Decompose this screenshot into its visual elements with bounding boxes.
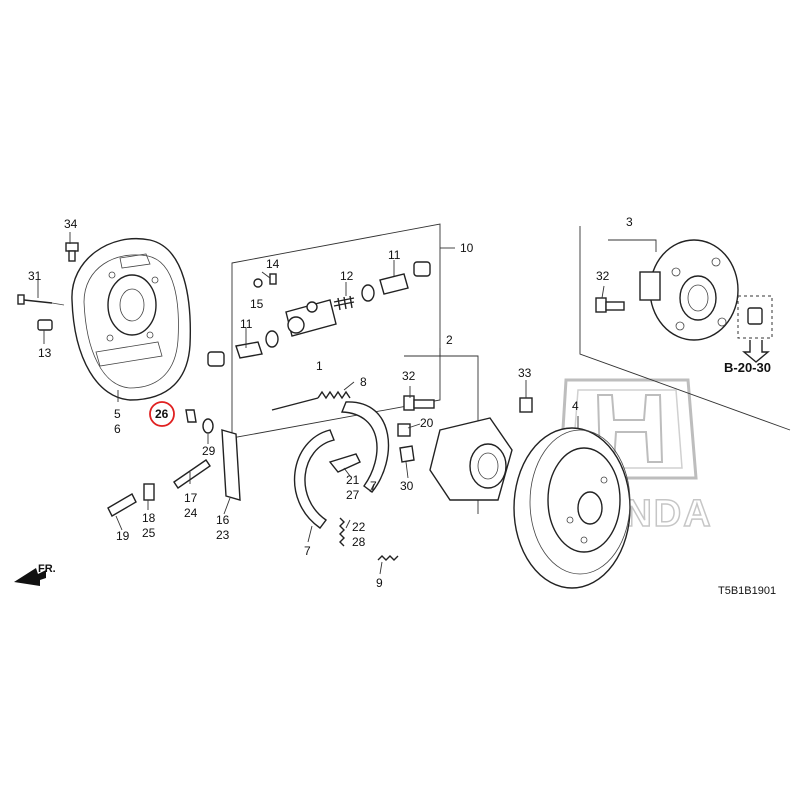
- adjuster-lever: [328, 453, 361, 473]
- callout-16: 16: [216, 513, 230, 527]
- bolt-33: [519, 397, 533, 413]
- callout-14: 14: [266, 257, 280, 271]
- bolt-34: [65, 242, 79, 262]
- callout-12: 12: [340, 269, 354, 283]
- strut-17: [173, 459, 211, 489]
- clip-26: [185, 409, 197, 423]
- brake-shoe-leading: [293, 429, 335, 529]
- nut-20: [397, 423, 411, 437]
- spring-22: [339, 517, 345, 547]
- callout-23: 23: [216, 528, 230, 542]
- callout-30: 30: [400, 479, 414, 493]
- brake-shoe-trailing: [340, 401, 390, 493]
- callout-27: 27: [346, 488, 360, 502]
- nut-13: [37, 319, 53, 331]
- callout-34: 34: [64, 217, 78, 231]
- spring-8: [271, 390, 351, 411]
- callout-11b: 11: [388, 248, 401, 262]
- front-direction-arrow: [14, 568, 46, 586]
- parking-lever: [221, 429, 241, 501]
- callout-31: 31: [28, 269, 42, 283]
- callout-15: 15: [250, 297, 264, 311]
- callout-19: 19: [116, 529, 130, 543]
- callout-22: 22: [352, 520, 366, 534]
- alt-hub: [639, 239, 739, 341]
- callout-29: 29: [202, 444, 216, 458]
- brake-drum: [513, 427, 631, 589]
- wheel-cylinder-box: [231, 223, 455, 439]
- callout-28: 28: [352, 535, 366, 549]
- washer-29: [202, 418, 214, 434]
- backing-plate: [71, 238, 192, 401]
- wheel-cylinder: [285, 299, 337, 337]
- bolt-32-alt: [595, 297, 625, 313]
- spring-9: [377, 555, 399, 561]
- callout-4: 4: [572, 399, 579, 413]
- callout-8: 8: [360, 375, 367, 389]
- callout-21: 21: [346, 473, 360, 487]
- callout-25: 25: [142, 526, 156, 540]
- callout-7b: 7: [370, 479, 377, 493]
- callout-26: 26: [155, 407, 169, 421]
- pin-19: [107, 493, 137, 517]
- callout-20: 20: [420, 416, 434, 430]
- piston-parts: [207, 261, 431, 367]
- callout-3: 3: [626, 215, 633, 229]
- alt-hub-box: [579, 226, 791, 431]
- callout-11a: 11: [240, 317, 253, 331]
- callout-17: 17: [184, 491, 198, 505]
- callout-18: 18: [142, 511, 156, 525]
- leader-lines: [37, 232, 605, 575]
- callout-32b: 32: [596, 269, 610, 283]
- callout-labels: 34 31 13 5 6 26 29 19 18 25 17 24 16 23 …: [28, 215, 633, 590]
- callout-32a: 32: [402, 369, 416, 383]
- callout-13: 13: [38, 346, 52, 360]
- callout-2: 2: [446, 333, 453, 347]
- callout-5: 5: [114, 407, 121, 421]
- callout-10: 10: [460, 241, 474, 255]
- bolt-32: [403, 395, 435, 411]
- callout-1: 1: [316, 359, 323, 373]
- callout-7a: 7: [304, 544, 311, 558]
- highlight-circle: [149, 401, 175, 427]
- clip-30: [399, 445, 415, 463]
- pin-18: [143, 483, 155, 501]
- front-direction-label: FR.: [38, 563, 56, 575]
- bleeder-screw: [253, 273, 277, 288]
- callout-9: 9: [376, 576, 383, 590]
- reference-box: [737, 295, 773, 363]
- callout-6: 6: [114, 422, 121, 436]
- reference-label: B-20-30: [724, 360, 771, 375]
- callout-33: 33: [518, 366, 532, 380]
- bolt-31: [17, 294, 65, 306]
- hub-bearing: [429, 417, 513, 501]
- callout-24: 24: [184, 506, 198, 520]
- diagram-code: T5B1B1901: [718, 585, 776, 597]
